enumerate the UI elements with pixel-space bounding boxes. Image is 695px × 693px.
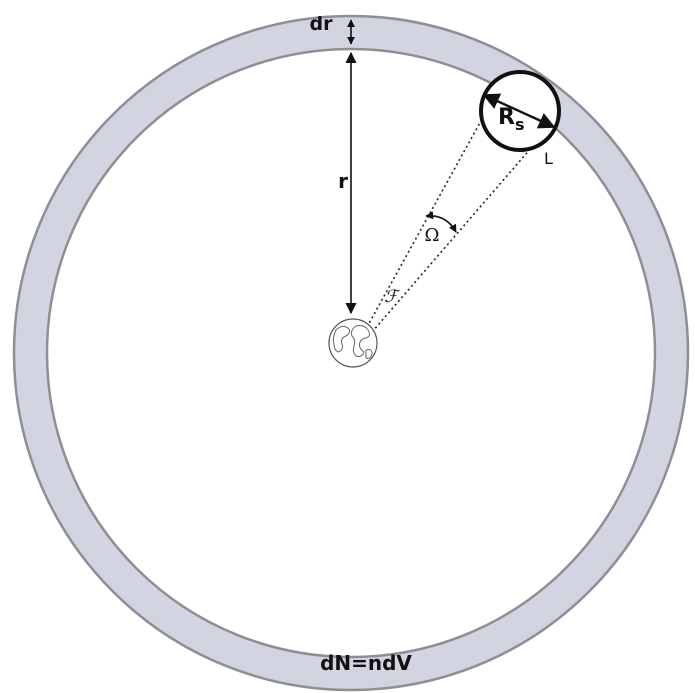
flux-label: ℱ: [384, 287, 401, 307]
dN-label: dN=ndV: [320, 651, 412, 675]
dr-label: dr: [310, 13, 334, 35]
luminosity-label: L: [544, 149, 553, 168]
rs-label-sub: s: [515, 115, 525, 134]
rs-label-main: R: [498, 105, 515, 130]
omega-label: Ω: [425, 225, 440, 246]
earth-globe-icon: [329, 319, 377, 367]
radius-label: r: [338, 169, 348, 193]
